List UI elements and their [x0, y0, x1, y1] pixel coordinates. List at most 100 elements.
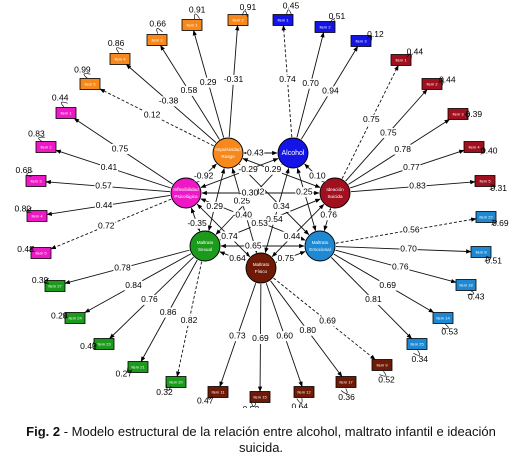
- loading-label-bg: [379, 128, 398, 139]
- latent-emocional: [304, 230, 336, 262]
- loading-label-bg: [94, 181, 113, 192]
- indicator-box: [335, 376, 357, 388]
- indicator-label: Item 1: [186, 23, 198, 28]
- indicator-label: Item 21: [131, 365, 145, 370]
- indicator-box: [474, 175, 496, 187]
- loading-label-bg: [140, 294, 159, 305]
- residual-variance: 0.66: [149, 18, 166, 28]
- latent-label: Sexual: [198, 247, 212, 252]
- indicator-box: [475, 211, 497, 223]
- path-label-bg: [220, 231, 239, 242]
- indicator-box: [109, 53, 131, 65]
- latent-label: Rasgo: [221, 154, 235, 159]
- residual-arc: [156, 28, 163, 34]
- indicator-label: Item 20: [169, 380, 183, 385]
- factor-loading: 0.84: [125, 280, 142, 290]
- loading-label-bg: [143, 110, 162, 121]
- indicator-label: Item 8: [475, 250, 487, 255]
- loading-label-bg: [301, 78, 320, 89]
- path-label-bg: [194, 171, 213, 182]
- indicator-label: Item 27: [48, 284, 62, 289]
- residual-variance: 0.44: [439, 75, 456, 85]
- indicator-label: Item 18: [459, 283, 473, 288]
- residual-variance: 0.86: [108, 38, 125, 48]
- structural-coefficient: 0.76: [320, 210, 337, 220]
- residual-arc: [438, 80, 444, 88]
- indicator-label: Item 2: [426, 82, 438, 87]
- latent-alcohol: [277, 137, 309, 169]
- structural-coefficient: 0.29: [265, 164, 282, 174]
- indicator-label: Item 2: [319, 25, 331, 30]
- factor-loading: 0.69: [319, 316, 336, 326]
- residual-arc: [63, 311, 69, 319]
- residual-arc: [26, 171, 33, 177]
- loading-label-bg: [124, 280, 143, 291]
- factor-loading: 0.77: [403, 162, 420, 172]
- residual-arc: [207, 392, 213, 400]
- structural-coefficient: 0.34: [273, 201, 290, 211]
- indicator-box: [165, 376, 187, 388]
- loading-label-bg: [97, 221, 116, 231]
- indicator-label: Item 3: [452, 112, 464, 117]
- latent-ideacion: [319, 177, 351, 209]
- loading-label-bg: [278, 74, 297, 85]
- residual-arc: [406, 53, 412, 61]
- factor-loading: 0.80: [299, 325, 316, 335]
- residual-arc: [467, 289, 475, 296]
- loading-label-bg: [402, 225, 421, 236]
- latent-label: Maltrato: [253, 262, 270, 267]
- loading-label-bg: [393, 144, 412, 155]
- indicator-label: Item 15: [253, 395, 267, 400]
- latent-label: Psicológica: [174, 194, 198, 199]
- indicator-box: [293, 386, 315, 398]
- residual-arc: [340, 388, 348, 394]
- structural-coefficient: 0.65: [245, 240, 262, 250]
- path-label-bg: [244, 241, 263, 251]
- structural-coefficient: -0.92: [194, 170, 214, 180]
- residual-variance: 0.53: [441, 327, 458, 337]
- residual-variance: 0.29: [51, 311, 68, 321]
- factor-loading: 0.78: [394, 144, 411, 154]
- residual-variance: 0.31: [490, 183, 507, 193]
- indicator-label: Item 4: [468, 145, 480, 150]
- indicator-box: [25, 175, 47, 187]
- path-label-bg: [319, 210, 338, 221]
- structural-coefficient: 0.64: [229, 253, 246, 263]
- residual-arc: [413, 350, 421, 356]
- loading-label-bg: [100, 162, 118, 173]
- residual-arc: [441, 323, 449, 330]
- loading-label-bg: [95, 200, 114, 211]
- factor-loading: 0.44: [96, 200, 113, 210]
- latent-label: Inflexibilidad: [173, 187, 199, 192]
- loading-label-bg: [179, 85, 198, 96]
- factor-loading: 0.69: [379, 280, 396, 290]
- loading-label-bg: [408, 181, 427, 192]
- indicator-box: [30, 247, 52, 259]
- structural-coefficient: 0.29: [206, 201, 223, 211]
- indicator-box: [93, 338, 115, 350]
- indicator-box: [79, 78, 101, 90]
- residual-arc: [166, 384, 172, 391]
- latent-label: Emocional: [309, 247, 330, 252]
- residual-variance: 0.43: [468, 291, 485, 301]
- residual-variance: 0.69: [492, 218, 509, 228]
- latent-label: Físico: [255, 269, 268, 274]
- residual-variance: 0.91: [189, 4, 206, 14]
- latent-label: Alcohol: [282, 150, 305, 157]
- figure-caption-text: - Modelo estructural de la relación entr…: [60, 424, 496, 455]
- indicator-label: Item 24: [68, 316, 82, 321]
- loading-label-bg: [318, 316, 337, 327]
- indicator-box: [314, 21, 336, 33]
- loading-path: [176, 261, 203, 378]
- loading-label-bg: [321, 86, 340, 97]
- residual-variance: 0.36: [338, 392, 355, 402]
- factor-loading: 0.78: [114, 262, 131, 272]
- indicator-label: Item 17: [339, 380, 353, 385]
- factor-loading: 0.83: [409, 181, 426, 191]
- factor-loading: 0.29: [200, 77, 217, 87]
- residual-arc: [29, 245, 35, 252]
- factor-loading: 0.41: [101, 162, 118, 172]
- structural-coefficient: -0.30: [239, 187, 259, 197]
- loading-path: [99, 88, 214, 147]
- structural-coefficient: 0.53: [251, 218, 268, 228]
